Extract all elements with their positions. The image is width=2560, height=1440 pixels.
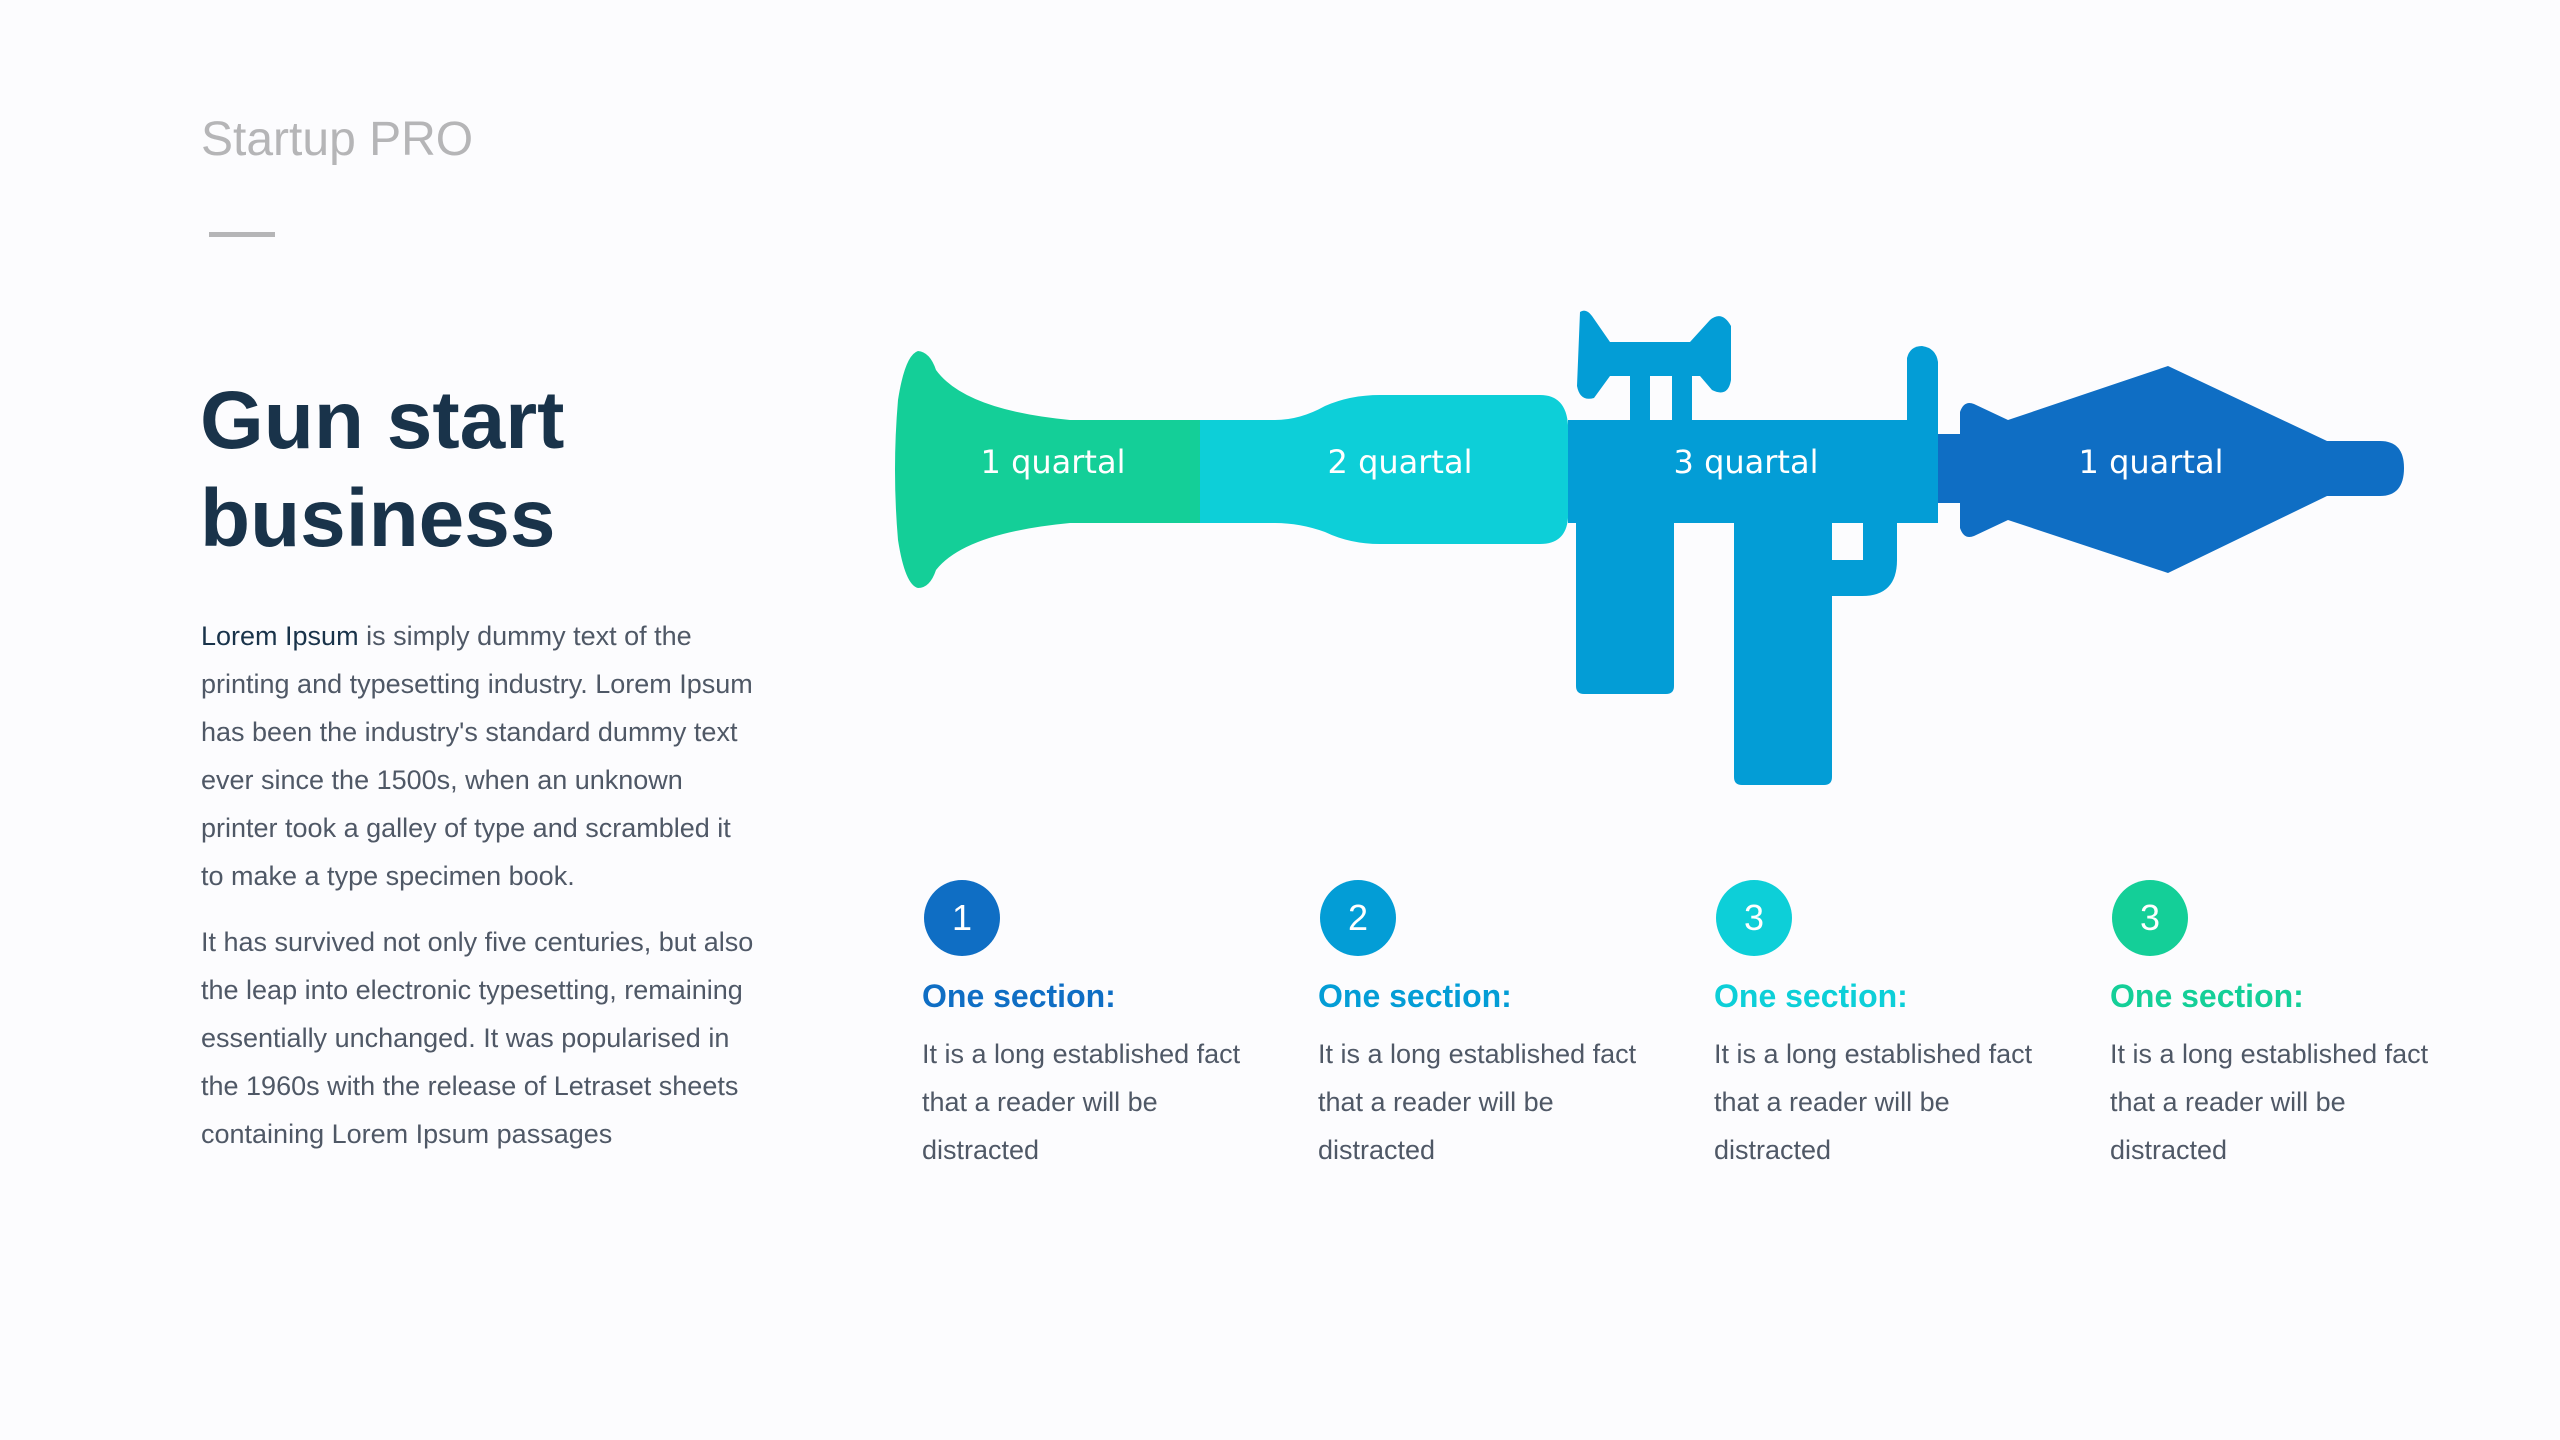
step-number-badge: 3 [2112,880,2188,956]
line-text: It is a long established fact [1714,1039,2033,1069]
paragraph-line: to make a type specimen book. [201,861,575,891]
step-item: 3 One section: It is a long established … [2110,880,2470,1165]
step-heading: One section: [2110,978,2304,1014]
gun-segment-horn [895,351,1200,588]
segment-label: 3 quartal [1674,443,1819,481]
segment-label: 2 quartal [1328,443,1473,481]
step-item: 1 One section: It is a long established … [922,880,1282,1165]
paragraph-line: containing Lorem Ipsum passages [201,1119,613,1149]
title-line: business [200,473,556,564]
brand-name: Startup PRO [201,113,474,166]
segment-label: 1 quartal [2079,443,2224,481]
paragraph-line: ever since the 1500s, when an unknown [201,765,683,795]
line-text: It is a long established fact [922,1039,1241,1069]
gun-segment-body [1568,310,1938,785]
trigger-hole [1832,523,1863,560]
paragraph-line: the leap into electronic typesetting, re… [201,975,743,1005]
line-text: distracted [1714,1135,1832,1165]
intro-paragraph-2: It has survived not only five centuries,… [201,918,753,1158]
step-number-badge: 3 [1716,880,1792,956]
line-text: distracted [2110,1135,2228,1165]
line-text: that a reader will be [922,1087,1158,1117]
intro-paragraph-1: Lorem Ipsum is simply dummy text of the … [201,612,753,900]
step-description: It is a long established fact that a read… [2110,1030,2428,1174]
step-description: It is a long established fact that a read… [1318,1030,1636,1174]
lead-text: Lorem Ipsum [201,621,359,651]
paragraph-line: printing and typesetting industry. Lorem… [201,669,753,699]
step-item: 2 One section: It is a long established … [1318,880,1678,1165]
line-text: distracted [1318,1135,1436,1165]
paragraph-line: the 1960s with the release of Letraset s… [201,1071,739,1101]
segment-label: 1 quartal [981,443,1126,481]
paragraph-line: essentially unchanged. It was popularise… [201,1023,730,1053]
line-text: that a reader will be [1318,1087,1554,1117]
paragraph-line: It has survived not only five centuries,… [201,927,754,957]
step-heading: One section: [1714,978,1908,1014]
paragraph-line: printer took a galley of type and scramb… [201,813,731,843]
step-description: It is a long established fact that a read… [1714,1030,2032,1174]
gun-segment-rocket [1938,366,2404,573]
divider [209,232,275,237]
paragraph-line: has been the industry's standard dummy t… [201,717,738,747]
line-text: It is a long established fact [2110,1039,2429,1069]
line-text: It is a long established fact [1318,1039,1637,1069]
title-line: Gun start [200,375,565,466]
step-item: 3 One section: It is a long established … [1714,880,2074,1165]
step-description: It is a long established fact that a read… [922,1030,1240,1174]
line-text: is simply dummy text of the [358,621,692,651]
step-heading: One section: [1318,978,1512,1014]
line-text: that a reader will be [2110,1087,2346,1117]
step-number-badge: 2 [1320,880,1396,956]
line-text: distracted [922,1135,1040,1165]
page-title: Gun start business [200,372,564,568]
line-text: that a reader will be [1714,1087,1950,1117]
paragraph-line: Lorem Ipsum is simply dummy text of the [201,612,753,660]
gun-segment-tube [1200,395,1568,544]
step-heading: One section: [922,978,1116,1014]
step-number-badge: 1 [924,880,1000,956]
